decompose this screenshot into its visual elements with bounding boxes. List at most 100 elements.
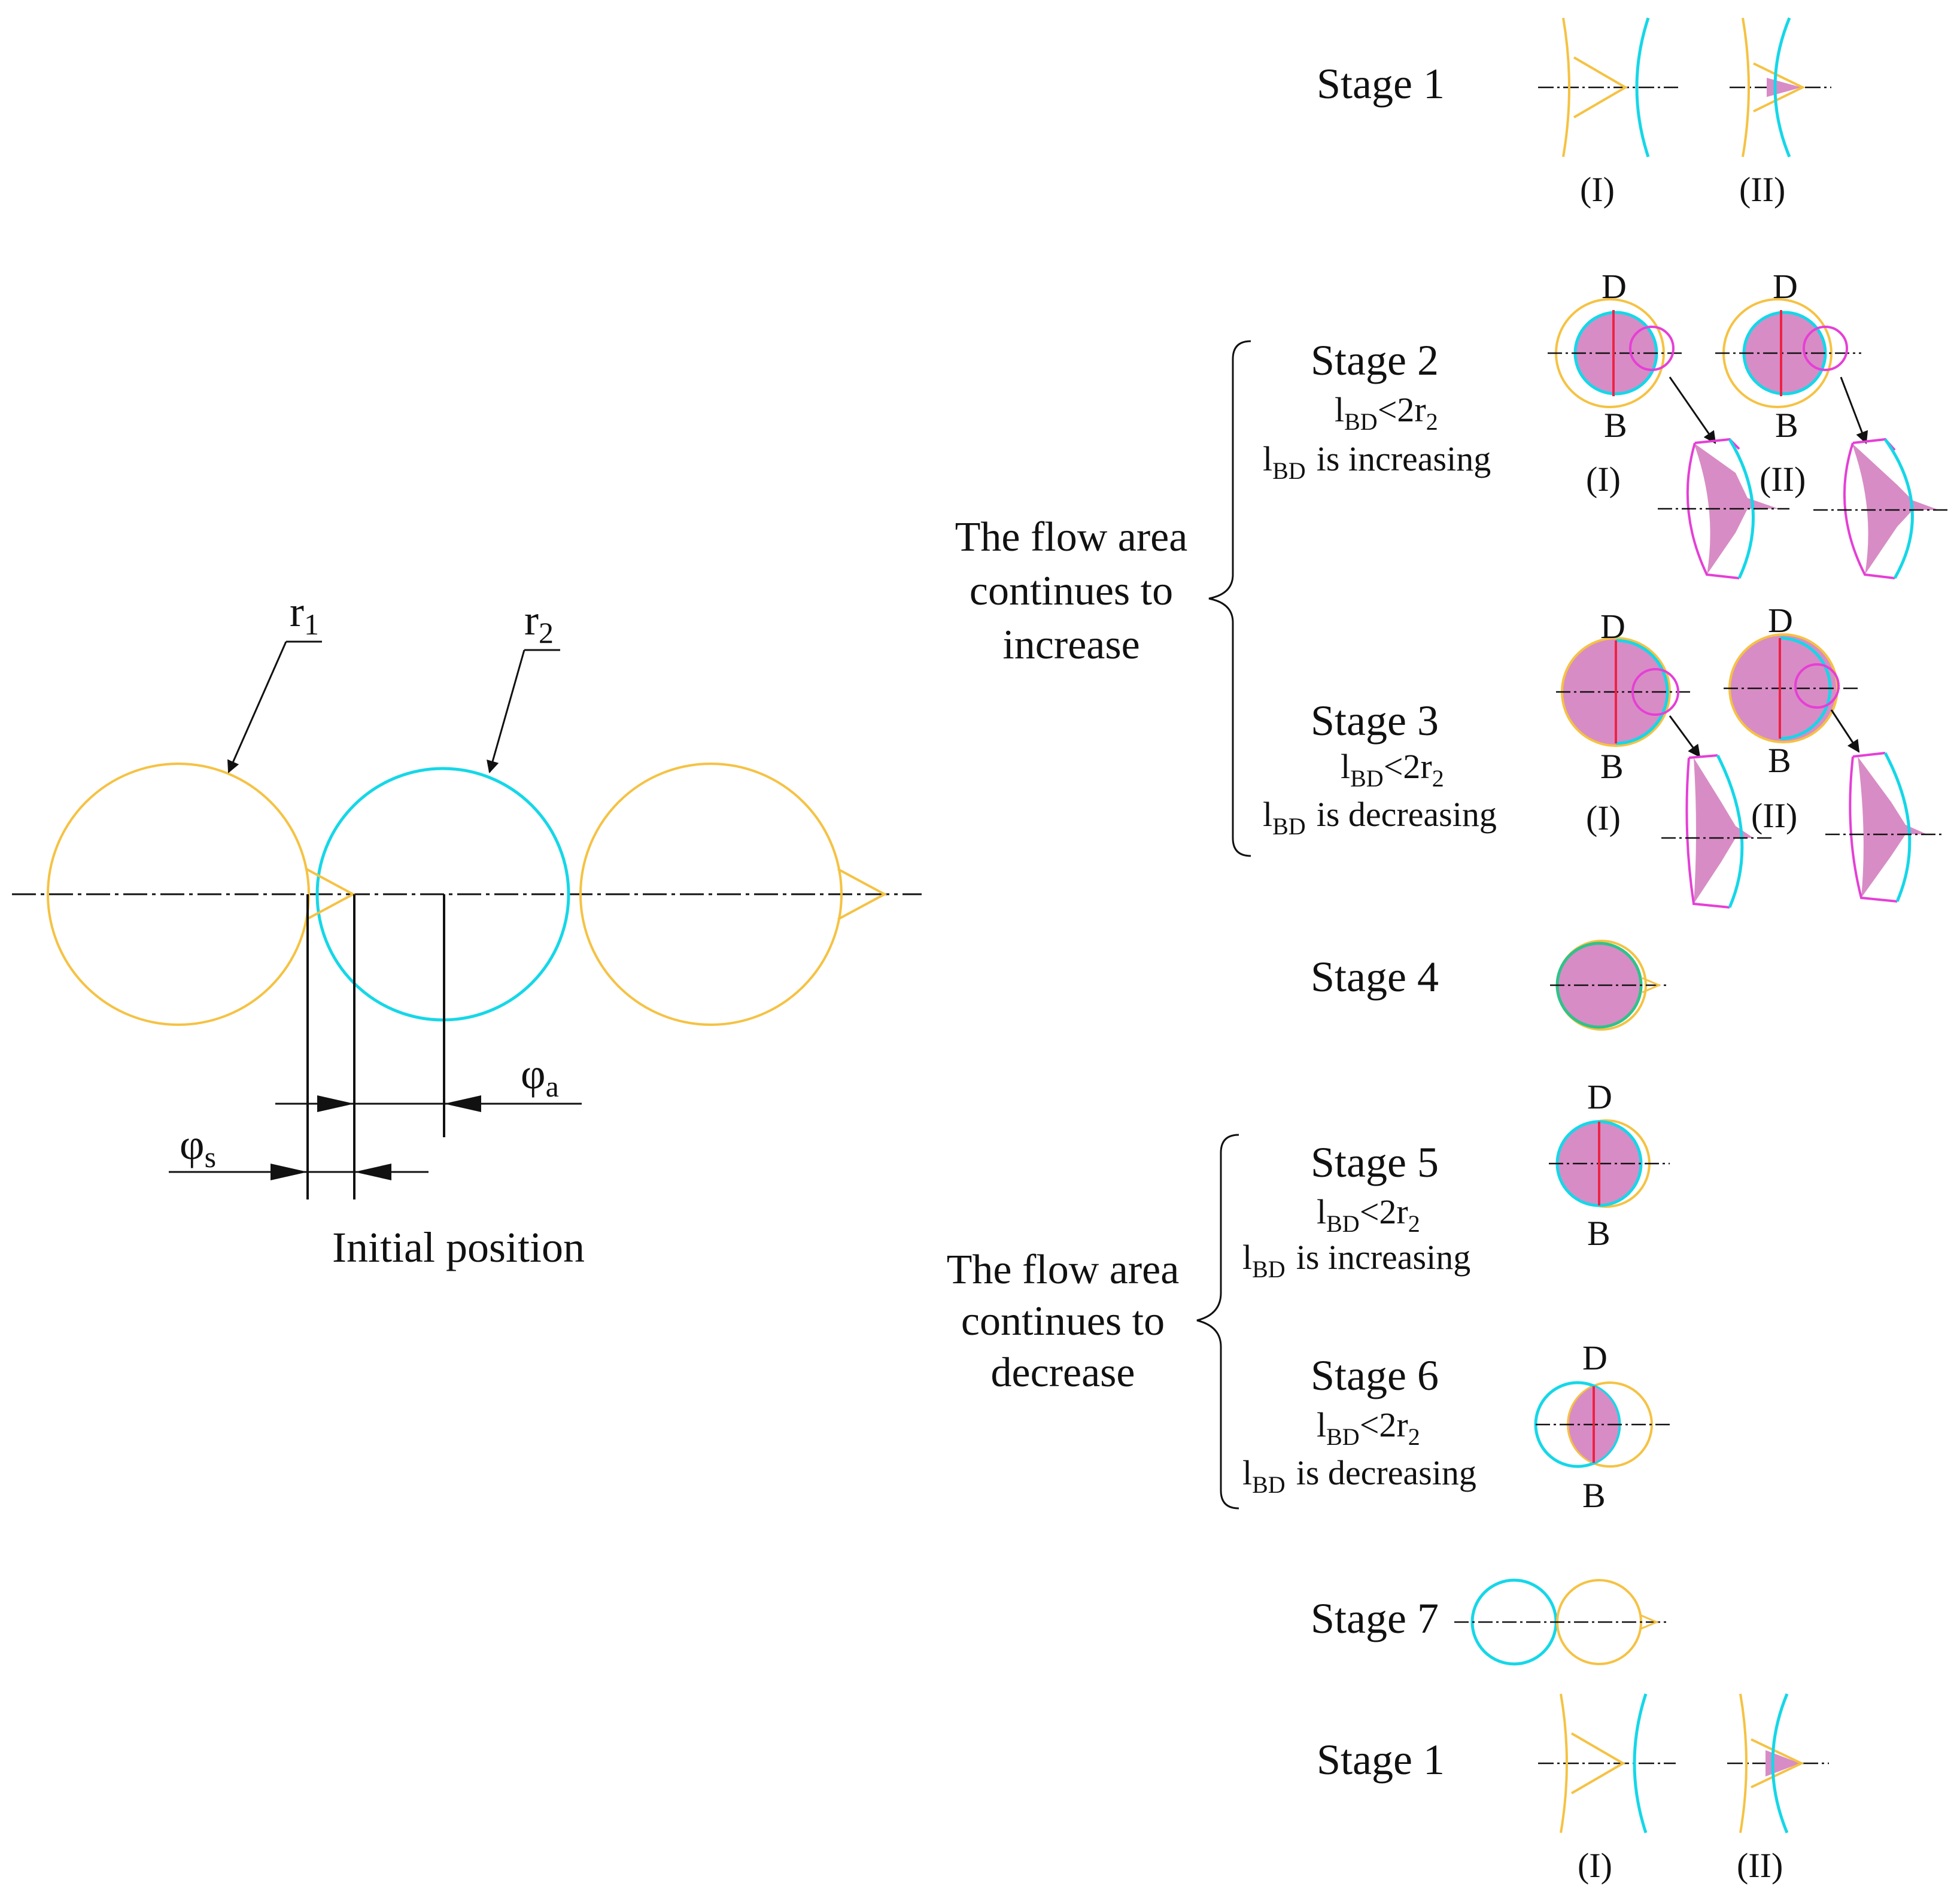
stage-1-top-label: Stage 1 [1317, 60, 1445, 108]
stage-1-bottom-I-yellow-notch [1570, 1732, 1625, 1794]
stage-1-bottom-I-yellow-arc [1560, 1693, 1568, 1833]
group-decrease-line-3: decrease [991, 1350, 1135, 1396]
stage-2-II-zoom-cyan [1883, 438, 1914, 579]
stage-3-roman-II: (II) [1751, 796, 1797, 835]
stage-2-I-B: B [1604, 406, 1627, 445]
stage-1-bottom-roman-II: (II) [1737, 1846, 1783, 1885]
stage-3-I-zoom-cyan [1716, 754, 1744, 908]
stage-7-label: Stage 7 [1311, 1595, 1439, 1642]
stage-1-top-I-yellow-arc [1562, 17, 1570, 157]
stage-2-condition-1: lBD<2r2 [1335, 390, 1438, 435]
stage-6-D: D [1582, 1338, 1607, 1377]
stage-6-label: Stage 6 [1311, 1352, 1439, 1399]
phi-s-arrow-left [354, 1164, 391, 1180]
stage-1-bottom-II-yellow-notch [1751, 1738, 1804, 1788]
phi-s-label: φs [180, 1120, 216, 1174]
stage-3-I-zoom-fill [1694, 758, 1754, 904]
stage-1-top-II-yellow-arc [1742, 17, 1750, 157]
stage-5-label: Stage 5 [1311, 1138, 1439, 1186]
phi-a-label: φa [521, 1050, 559, 1103]
stage-2-I-magenta-zoom [1629, 326, 1675, 371]
phi-s-arrow-right [271, 1164, 308, 1180]
stage-3-I-magenta-zoom [1631, 668, 1679, 716]
stage-3-II-magenta-zoom [1794, 663, 1840, 709]
stage-3-I-D: D [1600, 607, 1625, 646]
stage-1-bottom-I-cyan-arc [1633, 1693, 1648, 1833]
initial-position-caption: Initial position [332, 1223, 585, 1271]
stage-2-II-zoom-fill [1852, 443, 1939, 575]
stage-1-top-I-yellow-notch [1573, 56, 1628, 119]
phi-a-arrow-left [444, 1095, 481, 1112]
stage-3-II-arrow [1830, 709, 1860, 753]
stage-4-label: Stage 4 [1311, 953, 1439, 1001]
stage-3-II-zoom-fill [1858, 757, 1927, 898]
phi-a-arrow-right [317, 1095, 354, 1112]
stage-6-B: B [1582, 1476, 1606, 1515]
stage-3-I-arrow [1669, 715, 1701, 758]
stage-3-label: Stage 3 [1311, 697, 1439, 745]
stage-3-II-D: D [1768, 601, 1793, 640]
stage-2-II-arrow [1840, 376, 1868, 444]
stage-2-I-zoom-cyan [1728, 438, 1755, 579]
stage-7-notch [1639, 1614, 1659, 1630]
brace-increase [1208, 340, 1251, 857]
r1-label: r1 [290, 588, 319, 641]
group-increase-line-2: continues to [970, 568, 1173, 614]
stage-1-top-I-cyan-arc [1635, 17, 1650, 157]
stage-1-bottom: Stage 1 (I) (II) [1317, 1693, 1829, 1885]
stage-1-top-II-cyan-arc [1773, 17, 1791, 157]
stage-1-top-roman-I: (I) [1580, 170, 1615, 209]
stage-6-condition-1: lBD<2r2 [1317, 1405, 1420, 1450]
group-increase: The flow area continues to increase [955, 340, 1251, 857]
stage-3-I-cyan-arc [1615, 639, 1669, 745]
r2-label: r2 [524, 596, 554, 649]
stage-2-roman-I: (I) [1586, 460, 1621, 499]
stage-1-top-roman-II: (II) [1739, 170, 1785, 209]
stage-3-II-zoom-cyan [1883, 752, 1912, 902]
group-decrease-line-1: The flow area [947, 1247, 1180, 1293]
stage-3-I-zoom-magenta [1685, 754, 1730, 909]
stage-4-notch [1642, 977, 1661, 994]
initial-position-panel: φa φs r1 r2 Initial position [12, 588, 922, 1271]
stage-2-I-D: D [1602, 267, 1627, 306]
stage-3-I-B: B [1600, 747, 1624, 786]
group-decrease: The flow area continues to decrease [947, 1134, 1239, 1510]
stage-1-bottom-roman-I: (I) [1578, 1846, 1612, 1885]
r1-leader [227, 641, 287, 773]
stage-2-II-magenta-zoom [1803, 326, 1848, 371]
stage-2-label: Stage 2 [1311, 336, 1439, 384]
stage-1-top-II-yellow-notch [1753, 62, 1806, 113]
stage-5-D: D [1587, 1077, 1612, 1116]
notch-right [837, 868, 888, 921]
stage-1-bottom-II-yellow-arc [1739, 1693, 1748, 1833]
stage-3-condition-1: lBD<2r2 [1341, 747, 1444, 792]
stage-4: Stage 4 [1311, 940, 1670, 1031]
stage-1-top: Stage 1 (I) (II) [1317, 17, 1831, 209]
stage-3-roman-I: (I) [1586, 798, 1621, 837]
group-increase-line-3: increase [1002, 622, 1139, 668]
stage-2-II-B: B [1775, 406, 1798, 445]
stage-5-condition-1: lBD<2r2 [1317, 1192, 1420, 1237]
stage-1-bottom-label: Stage 1 [1317, 1736, 1445, 1784]
group-increase-line-1: The flow area [955, 514, 1188, 560]
stage-1-top-II-fill [1767, 78, 1801, 97]
rotor-circle-right [579, 763, 843, 1026]
r2-leader [487, 649, 525, 774]
stage-5-B: B [1587, 1214, 1610, 1253]
group-decrease-line-2: continues to [961, 1298, 1165, 1344]
stage-2-roman-II: (II) [1760, 460, 1806, 499]
stage-3-II-B: B [1768, 741, 1791, 780]
brace-decrease [1196, 1134, 1239, 1510]
stage-2-I-arrow [1669, 376, 1716, 444]
stage-2-II-D: D [1773, 267, 1798, 306]
stage-1-bottom-II-cyan-arc [1771, 1693, 1789, 1833]
